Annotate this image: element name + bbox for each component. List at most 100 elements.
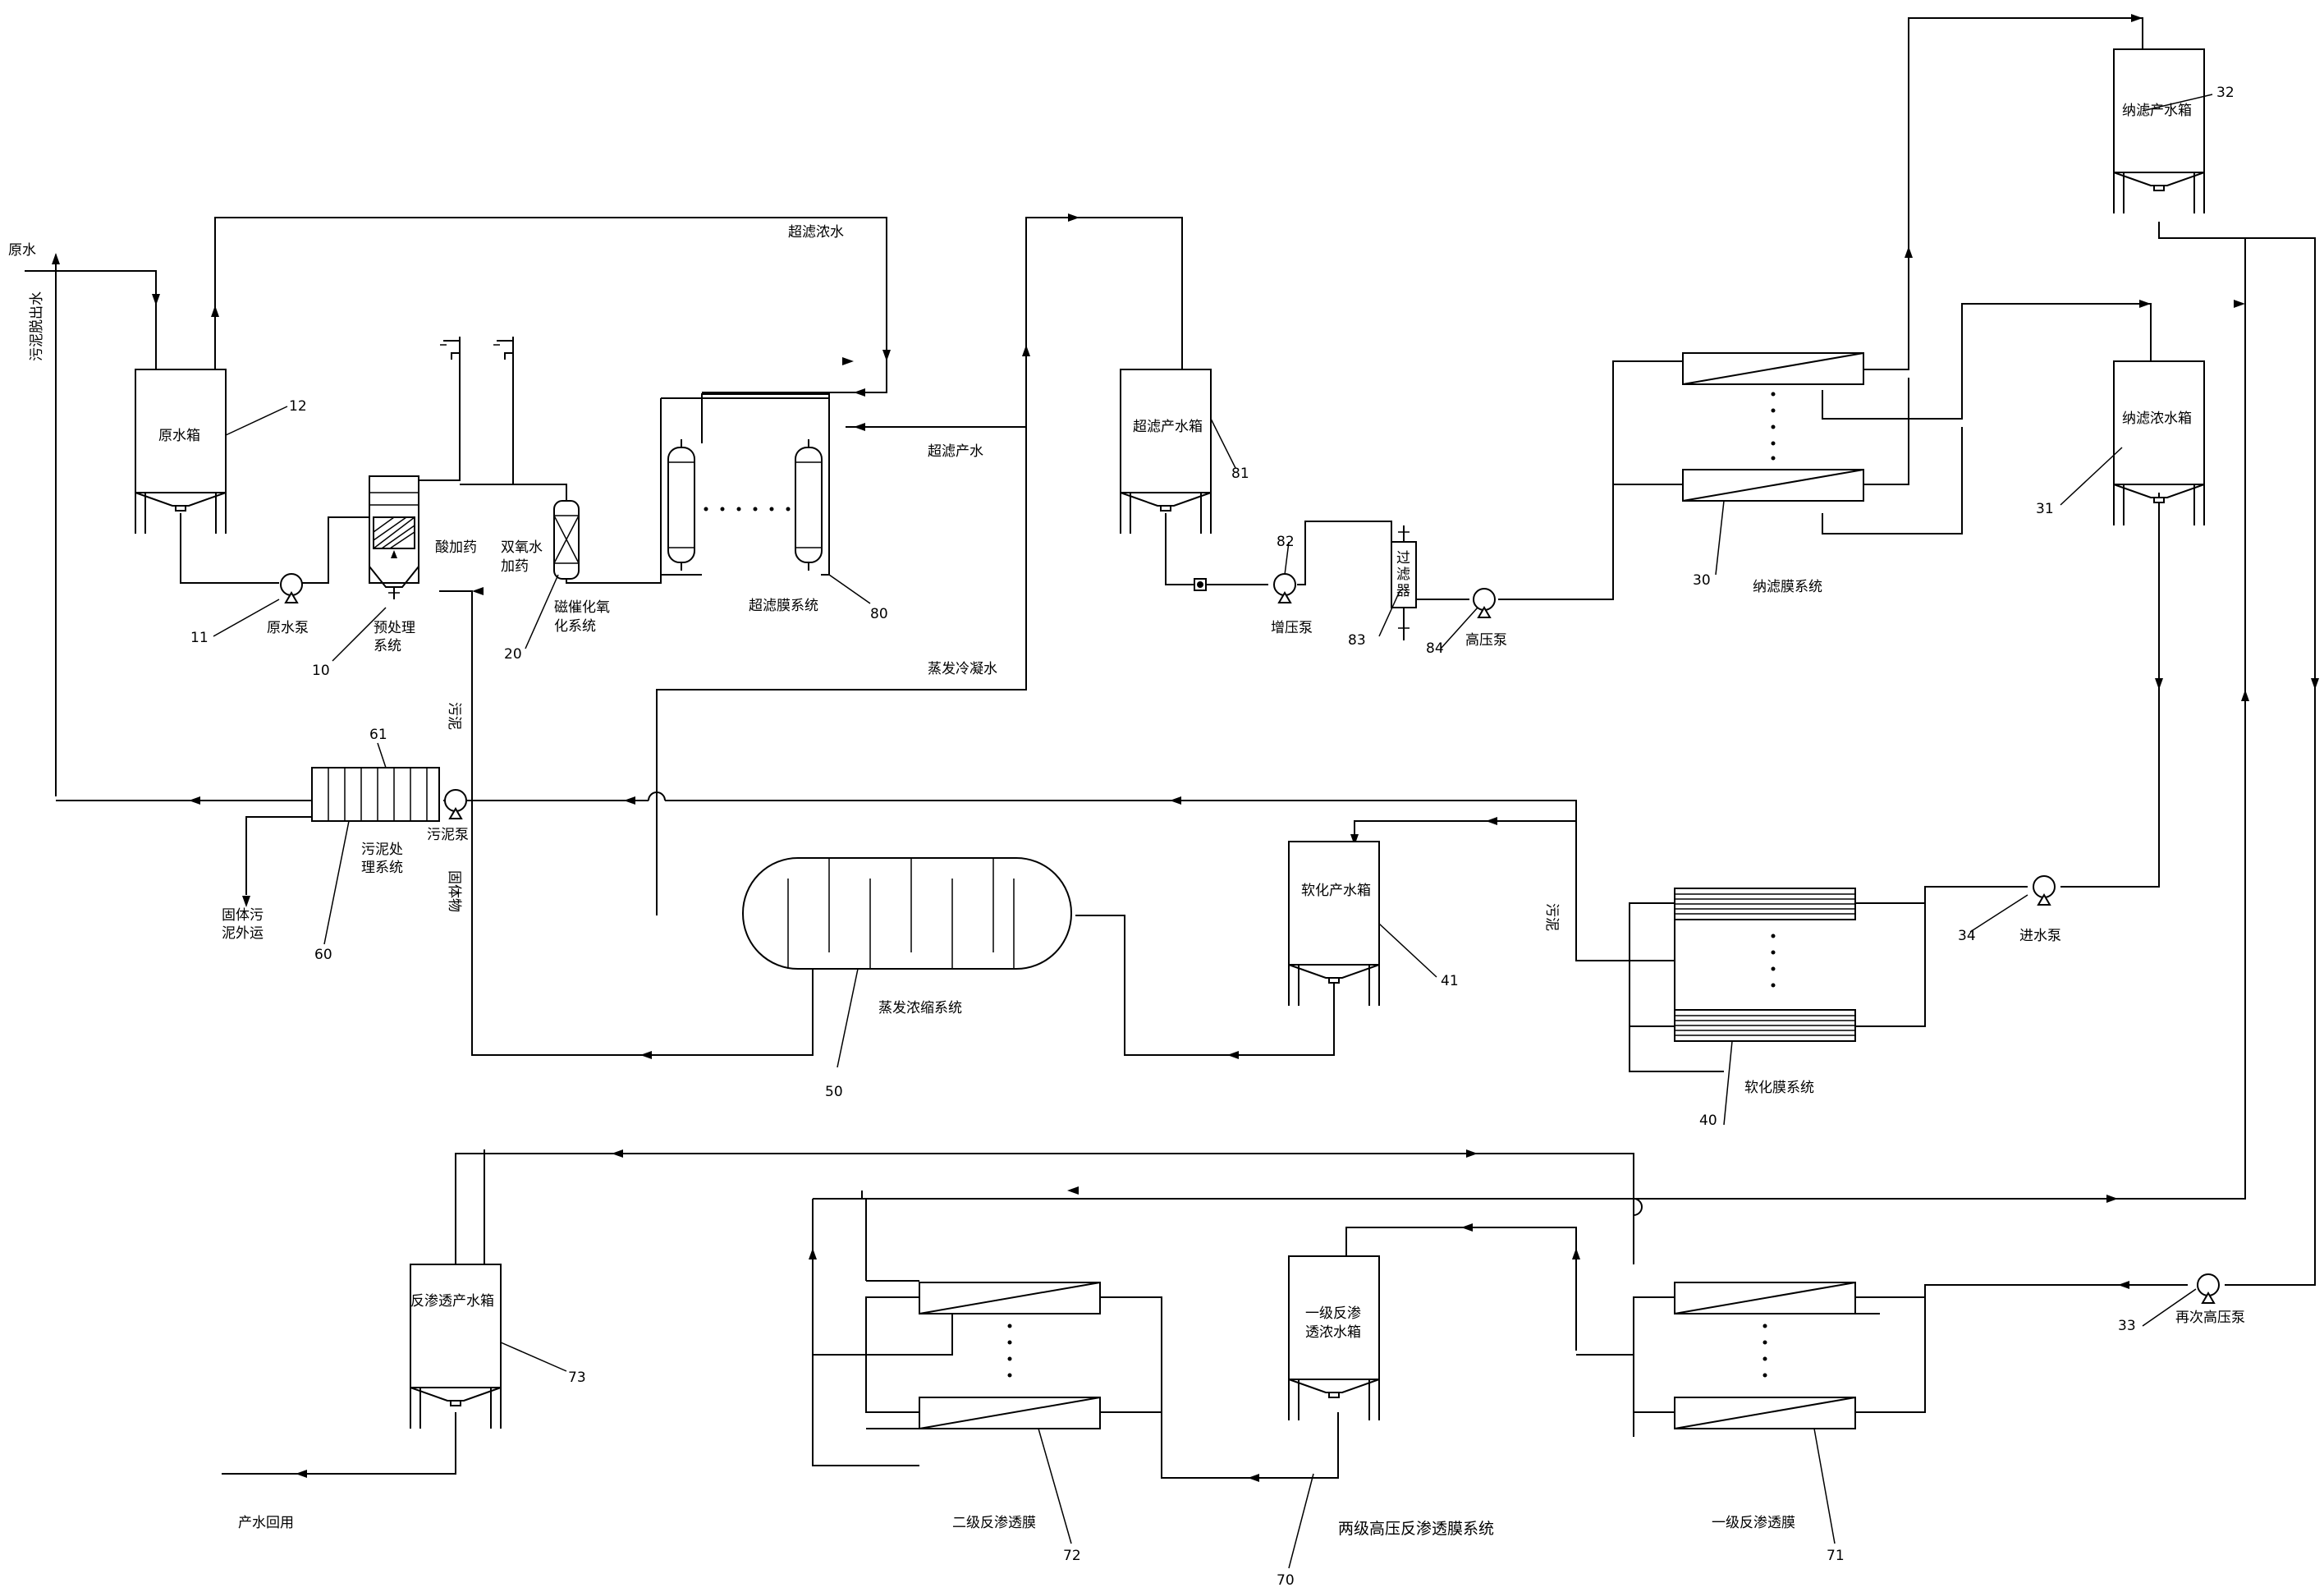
ro1-dots <box>1762 1324 1767 1378</box>
ref-12: 12 <box>289 398 307 415</box>
ref-33: 33 <box>2118 1318 2136 1334</box>
evaporator-icon <box>742 857 1072 970</box>
nf-membrane-1 <box>1682 352 1864 385</box>
pretreatment-unit <box>369 475 419 599</box>
ref-72: 72 <box>1063 1548 1081 1564</box>
label-ro2-membrane: 二级反渗透膜 <box>952 1515 1036 1531</box>
ref-83: 83 <box>1348 632 1366 649</box>
label-pretreat-1: 预处理 <box>374 620 415 636</box>
ref-82: 82 <box>1277 534 1295 550</box>
ref-81: 81 <box>1231 466 1249 482</box>
label-ro-system: 两级高压反渗透膜系统 <box>1338 1520 1494 1538</box>
catalytic-oxidation-column <box>553 500 580 580</box>
ro2-membrane-1 <box>919 1282 1101 1314</box>
label-sludge-treat-1: 污泥处 <box>361 842 403 858</box>
label-raw-pump: 原水泵 <box>267 620 309 636</box>
label-filter-1: 过 <box>1396 550 1410 567</box>
ref-80: 80 <box>870 606 888 622</box>
feed-pump-icon <box>2033 875 2056 906</box>
label-uf-product-tank: 超滤产水箱 <box>1133 419 1203 435</box>
acid-dosing-icon <box>440 340 461 360</box>
label-ro1-conc-1: 一级反渗 <box>1305 1305 1361 1322</box>
nf-dots <box>1771 392 1776 461</box>
raw-water-pump-icon <box>280 573 303 603</box>
label-sludge-pump: 污泥泵 <box>427 827 469 843</box>
ref-40: 40 <box>1699 1113 1717 1129</box>
label-raw-tank: 原水箱 <box>158 428 200 444</box>
ref-11: 11 <box>190 630 209 646</box>
label-high-pressure-pump: 高压泵 <box>1465 632 1507 649</box>
label-solid-sludge-1: 固体污 <box>222 907 264 924</box>
ref-60: 60 <box>314 947 332 963</box>
ref-30: 30 <box>1693 572 1711 589</box>
label-solid-sludge-2: 泥外运 <box>222 925 264 942</box>
booster-pump-icon <box>1194 573 1296 603</box>
ref-10: 10 <box>312 663 330 679</box>
label-filter-3: 器 <box>1396 583 1410 599</box>
label-nf-concentrate-tank: 纳滤浓水箱 <box>2122 411 2192 427</box>
nf-product-tank <box>2113 48 2205 214</box>
repressure-pump-icon <box>2197 1273 2220 1304</box>
label-uf-product: 超滤产水 <box>928 443 983 460</box>
label-filter-2: 滤 <box>1396 567 1410 583</box>
label-h2o2-2: 加药 <box>501 558 529 575</box>
ref-70: 70 <box>1277 1572 1295 1589</box>
label-uf-system: 超滤膜系统 <box>749 598 818 614</box>
label-booster-pump: 增压泵 <box>1271 620 1313 636</box>
ref-32: 32 <box>2216 85 2235 101</box>
label-ro-product-tank: 反渗透产水箱 <box>410 1293 494 1310</box>
uf-product-tank <box>1120 369 1212 534</box>
label-sludge-dewater-water: 污泥脱出水 <box>29 291 45 361</box>
ro1-membrane-2 <box>1674 1397 1856 1429</box>
ref-73: 73 <box>568 1369 586 1386</box>
ref-84: 84 <box>1426 640 1444 657</box>
label-sludge-treat-2: 理系统 <box>361 860 403 876</box>
filter-press-icon <box>311 767 440 822</box>
label-ro1-conc-2: 透浓水箱 <box>1305 1324 1361 1341</box>
label-sludge-right: 污泥 <box>1543 903 1560 931</box>
label-evap-condensate: 蒸发冷凝水 <box>928 661 997 677</box>
sludge-pump-icon <box>444 789 467 819</box>
ro2-dots <box>1007 1324 1012 1378</box>
label-cat-ox-2: 化系统 <box>554 618 596 635</box>
ref-34: 34 <box>1958 928 1976 944</box>
label-nf-product-tank: 纳滤产水箱 <box>2122 103 2192 119</box>
labels: 原水 污泥脱出水 原水箱 原水泵 预处理 系统 酸加药 双氧水 加药 磁催化氧 … <box>8 103 2245 1538</box>
softening-membrane-1 <box>1674 888 1856 920</box>
ref-20: 20 <box>504 646 522 663</box>
label-solids: 固体物 <box>446 870 462 912</box>
label-softening-system: 软化膜系统 <box>1744 1080 1814 1096</box>
label-uf-concentrate: 超滤浓水 <box>788 224 844 241</box>
label-acid-dosing: 酸加药 <box>435 539 477 556</box>
nf-concentrate-tank <box>2113 360 2205 526</box>
ro-product-tank <box>410 1264 502 1429</box>
uf-column-2 <box>795 438 823 571</box>
flow-arrows <box>52 14 2319 1482</box>
label-feed-pump: 进水泵 <box>2019 928 2061 944</box>
ref-61: 61 <box>369 727 387 743</box>
label-nf-system: 纳滤膜系统 <box>1753 579 1822 595</box>
label-evap-system: 蒸发浓缩系统 <box>878 1000 962 1016</box>
raw-water-tank <box>135 369 227 534</box>
filter-icon <box>1391 525 1428 640</box>
leader-lines <box>213 94 2213 1569</box>
label-sludge-top: 污泥 <box>446 702 462 730</box>
nf-membrane-2 <box>1682 469 1864 502</box>
label-softened-tank: 软化产水箱 <box>1301 883 1371 899</box>
reference-numbers: 10 11 12 20 30 31 32 33 34 40 41 50 60 6… <box>190 85 2235 1589</box>
high-pressure-pump-icon <box>1473 588 1496 618</box>
softening-dots <box>1771 934 1776 988</box>
label-raw-water: 原水 <box>8 242 36 259</box>
uf-column-1 <box>667 438 695 571</box>
label-pretreat-2: 系统 <box>374 638 401 654</box>
ro2-membrane-2 <box>919 1397 1101 1429</box>
h2o2-dosing-icon <box>493 340 514 360</box>
softening-membrane-2 <box>1674 1009 1856 1042</box>
label-ro1-membrane: 一级反渗透膜 <box>1712 1515 1795 1531</box>
piping <box>25 17 2316 1479</box>
ro1-membrane-1 <box>1674 1282 1856 1314</box>
uf-dots <box>704 507 791 512</box>
softened-product-tank <box>1288 841 1380 1007</box>
ref-41: 41 <box>1441 973 1459 989</box>
